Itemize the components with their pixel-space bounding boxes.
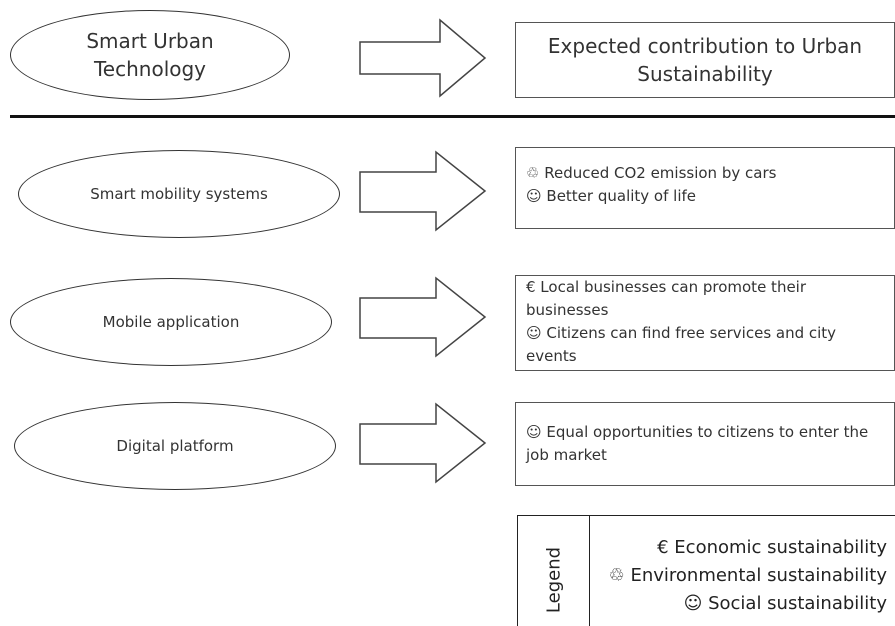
contribution-item: ☺ Equal opportunities to citizens to ent…	[526, 423, 869, 464]
technology-label: Digital platform	[116, 437, 234, 455]
contribution-item: ♲ Reduced CO2 emission by cars	[526, 164, 777, 182]
technology-ellipse-digital-platform: Digital platform	[14, 402, 336, 490]
legend-item-environmental: ♲ Environmental sustainability	[608, 565, 887, 586]
header-arrow	[359, 18, 487, 98]
technology-ellipse-smart-mobility: Smart mobility systems	[18, 150, 340, 238]
legend: Legend € Economic sustainability ♲ Envir…	[517, 515, 895, 626]
header-contribution-title: Expected contribution to Urban Sustainab…	[547, 34, 863, 86]
contribution-box-mobile-application: € Local businesses can promote their bus…	[515, 275, 895, 371]
row-arrow	[359, 276, 487, 358]
contribution-box-smart-mobility: ♲ Reduced CO2 emission by cars ☺ Better …	[515, 147, 895, 229]
header-contribution-box: Expected contribution to Urban Sustainab…	[515, 22, 895, 98]
contribution-item: ☺ Better quality of life	[526, 187, 697, 205]
legend-title: Legend	[543, 546, 565, 614]
header-technology-title: Smart Urban Technology	[86, 29, 214, 81]
legend-title-cell: Legend	[518, 516, 590, 626]
row-arrow	[359, 402, 487, 484]
header-divider	[10, 115, 895, 118]
contribution-box-digital-platform: ☺ Equal opportunities to citizens to ent…	[515, 402, 895, 486]
contribution-item: ☺ Citizens can find free services and ci…	[526, 324, 837, 365]
contribution-item: € Local businesses can promote their bus…	[526, 278, 807, 319]
header-technology-ellipse: Smart Urban Technology	[10, 10, 290, 100]
row-arrow	[359, 150, 487, 232]
legend-item-social: ☺ Social sustainability	[683, 593, 887, 614]
legend-items: € Economic sustainability ♲ Environmenta…	[609, 534, 887, 618]
legend-item-economic: € Economic sustainability	[657, 537, 887, 558]
technology-label: Smart mobility systems	[90, 185, 268, 203]
technology-label: Mobile application	[102, 313, 240, 331]
technology-ellipse-mobile-application: Mobile application	[10, 278, 332, 366]
